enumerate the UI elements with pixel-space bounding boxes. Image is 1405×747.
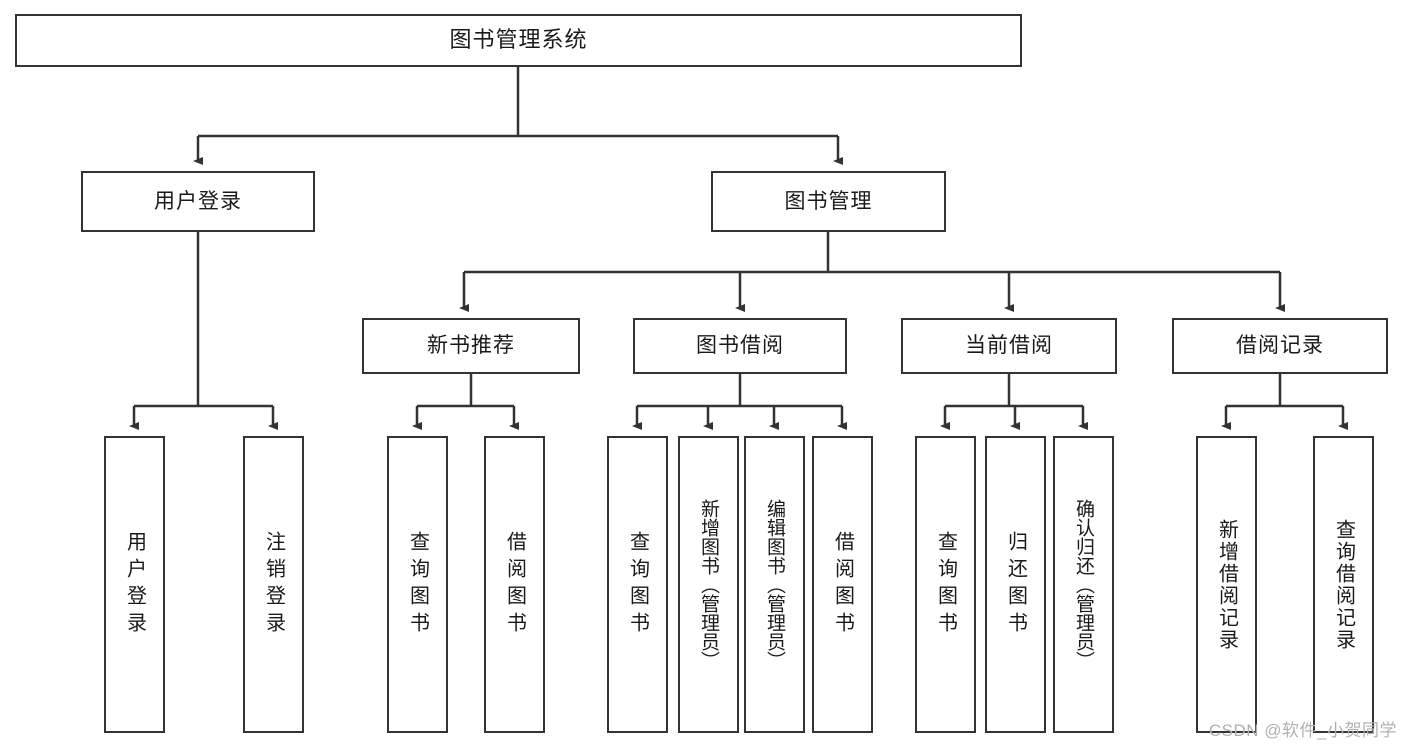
node-leaf-logout-login[interactable]: 注销登录 bbox=[243, 436, 304, 733]
node-leaf-query-book-recommend[interactable]: 查询图书 bbox=[387, 436, 448, 733]
node-leaf-confirm-return-admin[interactable]: 确认归还（管理员） bbox=[1053, 436, 1114, 733]
csdn-watermark: CSDN @软件_小贺同学 bbox=[1208, 721, 1397, 740]
node-borrow-record[interactable]: 借阅记录 bbox=[1172, 318, 1388, 374]
node-leaf-edit-book-admin[interactable]: 编辑图书（管理员） bbox=[744, 436, 805, 733]
node-leaf-user-login[interactable]: 用户登录 bbox=[104, 436, 165, 733]
node-leaf-query-borrow-record[interactable]: 查询借阅记录 bbox=[1313, 436, 1374, 733]
node-leaf-query-book-current[interactable]: 查询图书 bbox=[915, 436, 976, 733]
node-leaf-add-book-admin[interactable]: 新增图书（管理员） bbox=[678, 436, 739, 733]
node-leaf-add-borrow-record[interactable]: 新增借阅记录 bbox=[1196, 436, 1257, 733]
node-root-system[interactable]: 图书管理系统 bbox=[15, 14, 1022, 67]
node-leaf-query-book-borrow[interactable]: 查询图书 bbox=[607, 436, 668, 733]
node-new-book-recommend[interactable]: 新书推荐 bbox=[362, 318, 580, 374]
node-user-login[interactable]: 用户登录 bbox=[81, 171, 315, 232]
node-book-borrow[interactable]: 图书借阅 bbox=[633, 318, 847, 374]
node-book-management[interactable]: 图书管理 bbox=[711, 171, 946, 232]
node-leaf-borrow-book-recommend[interactable]: 借阅图书 bbox=[484, 436, 545, 733]
node-leaf-borrow-book[interactable]: 借阅图书 bbox=[812, 436, 873, 733]
node-leaf-return-book[interactable]: 归还图书 bbox=[985, 436, 1046, 733]
node-current-borrow[interactable]: 当前借阅 bbox=[901, 318, 1117, 374]
